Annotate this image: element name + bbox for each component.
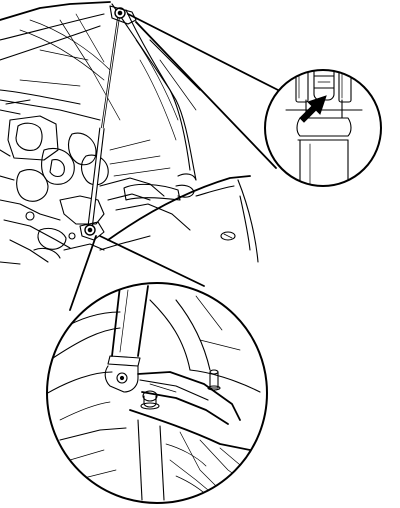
- side-marker: [220, 231, 236, 241]
- detail-callout-top: [264, 69, 382, 187]
- detail-callout-bottom: [46, 282, 268, 504]
- callout-leaders: [69, 13, 279, 311]
- mounting-stud: [207, 369, 221, 391]
- strut-cylinder-detail: [104, 285, 149, 393]
- push-arrow-icon: [299, 95, 327, 123]
- hood-support-strut: [79, 5, 137, 241]
- coolant-reservoir: [123, 183, 181, 201]
- strut-lower-mount: [79, 221, 105, 241]
- engine-bay-scene: [0, 1, 259, 265]
- strut-upper-mount: [109, 5, 137, 25]
- intake-manifold: [7, 115, 59, 161]
- strut-lower-ball-stud: [140, 390, 160, 410]
- hood-inner-edge: [0, 13, 105, 41]
- hood-left-edge: [0, 1, 111, 21]
